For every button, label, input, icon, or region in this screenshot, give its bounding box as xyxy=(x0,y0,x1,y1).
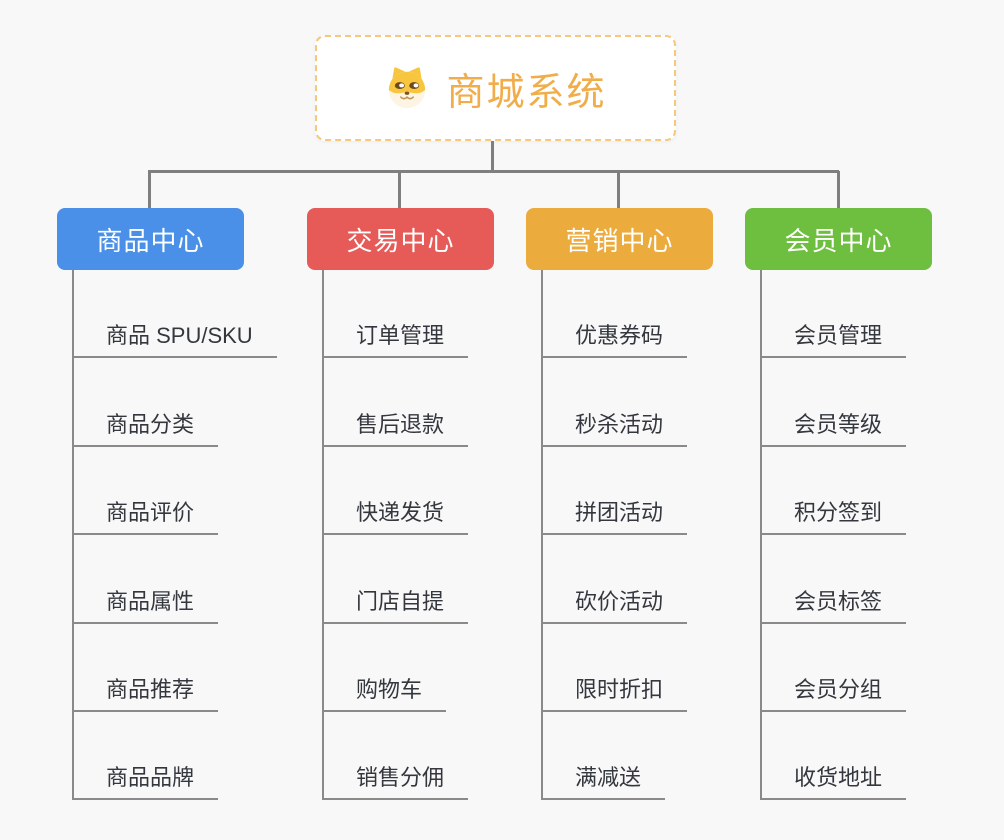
connector-drop-2 xyxy=(398,171,401,208)
item-label[interactable]: 拼团活动 xyxy=(543,495,688,536)
item-label[interactable]: 销售分佣 xyxy=(324,760,469,801)
branch-item-list: 优惠券码秒杀活动拼团活动砍价活动限时折扣满减送 xyxy=(541,270,688,801)
branch-item: 购物车 xyxy=(324,624,468,712)
branch-label: 交易中心 xyxy=(346,225,455,256)
item-label[interactable]: 会员管理 xyxy=(762,318,907,359)
branch-column-3: 营销中心 优惠券码秒杀活动拼团活动砍价活动限时折扣满减送 xyxy=(526,208,786,801)
branch-item: 商品品牌 xyxy=(74,712,277,801)
item-label[interactable]: 积分签到 xyxy=(762,495,907,536)
branch-item: 砍价活动 xyxy=(543,535,688,624)
branch-label: 商品中心 xyxy=(96,225,205,256)
branch-item: 拼团活动 xyxy=(543,447,688,536)
item-label[interactable]: 优惠券码 xyxy=(543,318,688,359)
item-label[interactable]: 收货地址 xyxy=(762,760,907,801)
branch-item: 门店自提 xyxy=(324,535,469,624)
item-label[interactable]: 商品属性 xyxy=(74,584,219,624)
item-label[interactable]: 商品推荐 xyxy=(74,672,219,712)
branch-item: 会员分组 xyxy=(762,624,907,712)
item-label[interactable]: 会员标签 xyxy=(762,584,907,624)
branch-column-4: 会员中心 会员管理会员等级积分签到会员标签会员分组收货地址 xyxy=(745,208,1004,801)
branch-item-list: 订单管理售后退款快递发货门店自提购物车销售分佣 xyxy=(322,270,469,801)
branch-node[interactable]: 商品中心 xyxy=(57,208,244,270)
branch-node[interactable]: 营销中心 xyxy=(526,208,713,270)
item-label[interactable]: 订单管理 xyxy=(324,318,469,359)
item-label[interactable]: 砍价活动 xyxy=(543,584,688,624)
item-label[interactable]: 购物车 xyxy=(324,672,447,712)
item-label[interactable]: 商品分类 xyxy=(74,407,219,447)
branch-node[interactable]: 会员中心 xyxy=(745,208,932,270)
connector-horizontal-rail xyxy=(148,170,839,173)
connector-drop-1 xyxy=(148,171,151,208)
item-label[interactable]: 商品品牌 xyxy=(74,760,219,801)
branch-item: 商品分类 xyxy=(74,358,277,447)
item-label[interactable]: 会员等级 xyxy=(762,407,907,447)
item-label[interactable]: 满减送 xyxy=(543,760,666,801)
root-title: 商城系统 xyxy=(446,71,607,114)
branch-item: 订单管理 xyxy=(324,270,469,359)
branch-item: 售后退款 xyxy=(324,358,469,447)
item-label[interactable]: 门店自提 xyxy=(324,584,469,624)
branch-item-list: 会员管理会员等级积分签到会员标签会员分组收货地址 xyxy=(760,270,907,801)
item-label[interactable]: 限时折扣 xyxy=(543,672,688,712)
branch-item: 满减送 xyxy=(543,712,687,801)
branch-item: 销售分佣 xyxy=(324,712,469,801)
item-label[interactable]: 会员分组 xyxy=(762,672,907,712)
branch-item: 收货地址 xyxy=(762,712,907,801)
item-label[interactable]: 商品评价 xyxy=(74,495,219,536)
branch-label: 营销中心 xyxy=(565,225,674,256)
item-label[interactable]: 快递发货 xyxy=(324,495,469,536)
branch-item: 商品推荐 xyxy=(74,624,277,712)
connector-drop-4 xyxy=(837,171,840,208)
root-node[interactable]: 商城系统 xyxy=(315,35,676,141)
branch-item-list: 商品 SPU/SKU 商品分类商品评价商品属性商品推荐商品品牌 xyxy=(72,270,277,801)
branch-column-1: 商品中心 商品 SPU/SKU 商品分类商品评价商品属性商品推荐商品品牌 xyxy=(57,208,317,801)
branch-item: 会员标签 xyxy=(762,535,907,624)
branch-node[interactable]: 交易中心 xyxy=(307,208,494,270)
branch-item: 会员等级 xyxy=(762,358,907,447)
branch-item: 快递发货 xyxy=(324,447,469,536)
branch-item: 商品 SPU/SKU xyxy=(74,270,277,359)
shiba-dog-face-icon xyxy=(389,67,426,109)
branch-item: 商品属性 xyxy=(74,535,277,624)
branch-item: 积分签到 xyxy=(762,447,907,536)
branch-item: 限时折扣 xyxy=(543,624,688,712)
item-label[interactable]: 秒杀活动 xyxy=(543,407,688,447)
branch-column-2: 交易中心 订单管理售后退款快递发货门店自提购物车销售分佣 xyxy=(307,208,567,801)
branch-item: 秒杀活动 xyxy=(543,358,688,447)
branch-item: 商品评价 xyxy=(74,447,277,536)
branch-item: 优惠券码 xyxy=(543,270,688,359)
item-label[interactable]: 商品 SPU/SKU xyxy=(74,318,277,359)
branch-label: 会员中心 xyxy=(784,225,893,256)
item-label[interactable]: 售后退款 xyxy=(324,407,469,447)
connector-drop-3 xyxy=(617,171,620,208)
connector-root-vertical xyxy=(491,141,494,171)
branch-item: 会员管理 xyxy=(762,270,907,359)
